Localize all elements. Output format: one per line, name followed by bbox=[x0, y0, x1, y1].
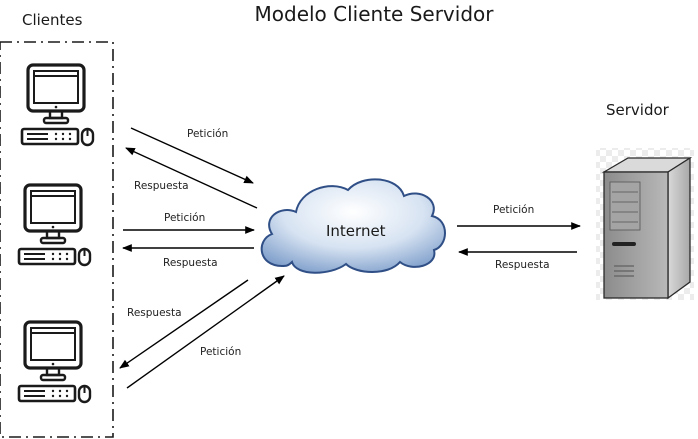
label-client1-request: Petición bbox=[187, 128, 229, 140]
arrow-client1-request bbox=[130, 127, 254, 184]
label-client1-response: Respuesta bbox=[134, 180, 189, 192]
label-server-response: Respuesta bbox=[495, 259, 550, 271]
label-client3-response: Respuesta bbox=[127, 307, 182, 319]
clients-group-border bbox=[0, 41, 114, 438]
arrow-client3-request bbox=[126, 275, 285, 389]
label-client2-request: Petición bbox=[164, 212, 206, 224]
client-computer-icon bbox=[20, 63, 95, 147]
label-server-request: Petición bbox=[493, 204, 535, 216]
internet-cloud-icon bbox=[260, 178, 446, 274]
client-computer-icon bbox=[17, 183, 92, 267]
label-client2-response: Respuesta bbox=[163, 257, 218, 269]
arrow-client1-response bbox=[125, 147, 258, 209]
label-client3-request: Petición bbox=[200, 346, 242, 358]
server-label: Servidor bbox=[606, 101, 669, 119]
clients-label: Clientes bbox=[22, 11, 83, 29]
arrow-client3-response bbox=[119, 279, 249, 369]
internet-label: Internet bbox=[326, 222, 386, 240]
client-computer-icon bbox=[17, 320, 92, 404]
server-tower-icon bbox=[596, 148, 694, 300]
diagram-title: Modelo Cliente Servidor bbox=[254, 2, 494, 26]
